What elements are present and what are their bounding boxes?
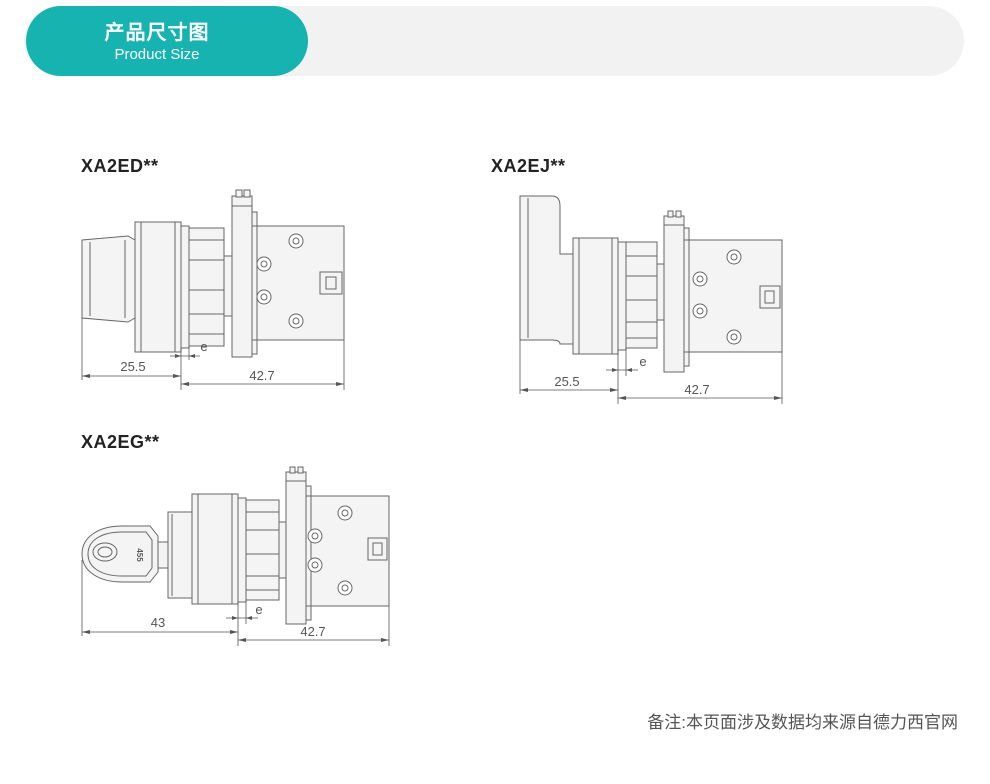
- dim-e-label: e: [200, 339, 207, 354]
- dim-body-label: 42.7: [300, 624, 325, 639]
- key-mark: 455: [135, 548, 144, 562]
- dim-front-label: 25.5: [554, 374, 579, 389]
- dim-e-label: e: [639, 354, 646, 369]
- section-title-cn: 产品尺寸图: [104, 22, 210, 44]
- dim-front-label: 43: [151, 615, 165, 630]
- dim-e-label: e: [255, 602, 262, 617]
- threaded-body: [188, 227, 225, 347]
- dim-front-label: 25.5: [120, 359, 145, 374]
- mounting-plate: [285, 479, 307, 625]
- key-shank: [157, 541, 169, 569]
- nut: [237, 497, 247, 603]
- threaded-body: [245, 499, 280, 601]
- bezel: [572, 237, 619, 355]
- bezel: [134, 221, 182, 353]
- model-label-xa2ed: XA2ED**: [81, 156, 159, 176]
- section-title-pill: 产品尺寸图 Product Size: [26, 6, 308, 76]
- dim-body-label: 42.7: [249, 368, 274, 383]
- bezel: [191, 493, 239, 605]
- section-title-en: Product Size: [114, 46, 200, 63]
- dim-body-label: 42.7: [684, 382, 709, 397]
- footnote: 备注:本页面涉及数据均来源自德力西官网: [647, 713, 958, 732]
- model-label-xa2ej: XA2EJ**: [491, 156, 566, 176]
- model-label-xa2eg: XA2EG**: [81, 432, 160, 452]
